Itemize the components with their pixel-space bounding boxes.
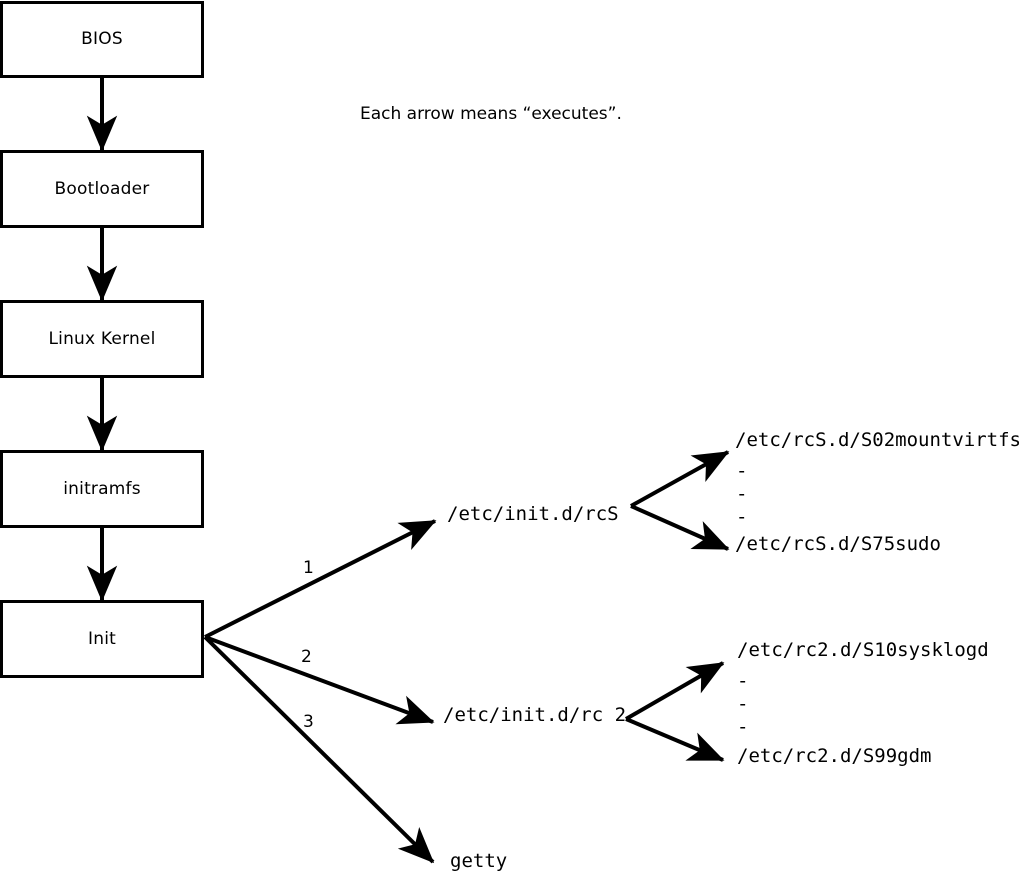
process-box-bios[interactable]: BIOS — [0, 1, 204, 78]
process-box-label: Bootloader — [54, 178, 150, 199]
edge-number-2: 2 — [301, 647, 312, 667]
arrow-rc2-fanout-1 — [625, 717, 725, 762]
arrow-rcs-fanout-1 — [630, 504, 730, 551]
script-label-getty[interactable]: getty — [450, 850, 508, 872]
process-box-initramfs[interactable]: initramfs — [0, 450, 204, 528]
arrow-edges — [86, 78, 730, 864]
script-label-rc2-last[interactable]: /etc/rc2.d/S99gdm — [737, 745, 932, 767]
process-box-label: BIOS — [81, 29, 123, 49]
process-box-bootloader[interactable]: Bootloader — [0, 150, 204, 228]
process-box-init[interactable]: Init — [0, 600, 204, 678]
ellipsis-dash: - — [737, 716, 749, 738]
process-box-linux-kernel[interactable]: Linux Kernel — [0, 300, 204, 378]
ellipsis-dash: - — [736, 506, 748, 528]
edge-number-1: 1 — [303, 558, 314, 578]
script-label-rc2[interactable]: /etc/init.d/rc 2 — [443, 704, 627, 726]
edge-number-3: 3 — [303, 712, 314, 732]
process-box-label: Init — [88, 628, 116, 649]
arrow-rcs-fanout-0 — [630, 450, 730, 508]
script-label-rcs-first[interactable]: /etc/rcS.d/S02mountvirtfs — [735, 429, 1021, 451]
diagram-caption: Each arrow means “executes”. — [360, 104, 622, 124]
arrow-init-to-getty — [203, 635, 435, 864]
script-label-rcs-last[interactable]: /etc/rcS.d/S75sudo — [735, 533, 941, 555]
arrow-init-to-rcs — [204, 519, 437, 639]
script-label-rcs[interactable]: /etc/init.d/rcS — [447, 503, 619, 525]
ellipsis-dash: - — [737, 670, 749, 692]
arrow-init-to-rc2 — [204, 635, 435, 725]
ellipsis-dash: - — [736, 460, 748, 482]
script-label-rc2-first[interactable]: /etc/rc2.d/S10sysklogd — [737, 639, 989, 661]
ellipsis-dash: - — [737, 693, 749, 715]
arrow-rc2-fanout-0 — [625, 661, 725, 721]
process-box-label: Linux Kernel — [48, 328, 156, 349]
process-box-label: initramfs — [63, 478, 141, 499]
ellipsis-dash: - — [736, 483, 748, 505]
